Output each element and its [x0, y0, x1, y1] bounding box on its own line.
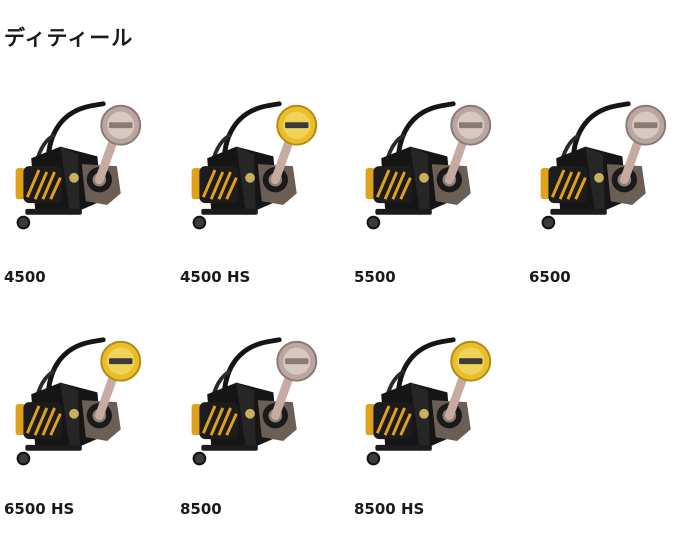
product-label: 8500 HS [354, 500, 425, 518]
product-label: 5500 [354, 268, 396, 286]
product-label: 4500 [4, 268, 46, 286]
product-label: 4500 HS [180, 268, 251, 286]
product-label: 6500 HS [4, 500, 75, 518]
spinning-reel-icon [178, 332, 324, 478]
spinning-reel-icon [527, 96, 673, 242]
product-card[interactable]: 4500 HS [176, 96, 346, 296]
product-card[interactable]: 5500 [350, 96, 520, 296]
spinning-reel-icon [352, 96, 498, 242]
page-title: ディティール [4, 26, 134, 50]
product-label: 8500 [180, 500, 222, 518]
product-card[interactable]: 6500 HS [0, 332, 170, 532]
product-card[interactable]: 8500 [176, 332, 346, 532]
spinning-reel-icon [178, 96, 324, 242]
product-label: 6500 [529, 268, 571, 286]
product-card[interactable]: 4500 [0, 96, 170, 296]
spinning-reel-icon [2, 332, 148, 478]
spinning-reel-icon [2, 96, 148, 242]
product-card[interactable]: 8500 HS [350, 332, 520, 532]
product-card[interactable]: 6500 [525, 96, 680, 296]
spinning-reel-icon [352, 332, 498, 478]
